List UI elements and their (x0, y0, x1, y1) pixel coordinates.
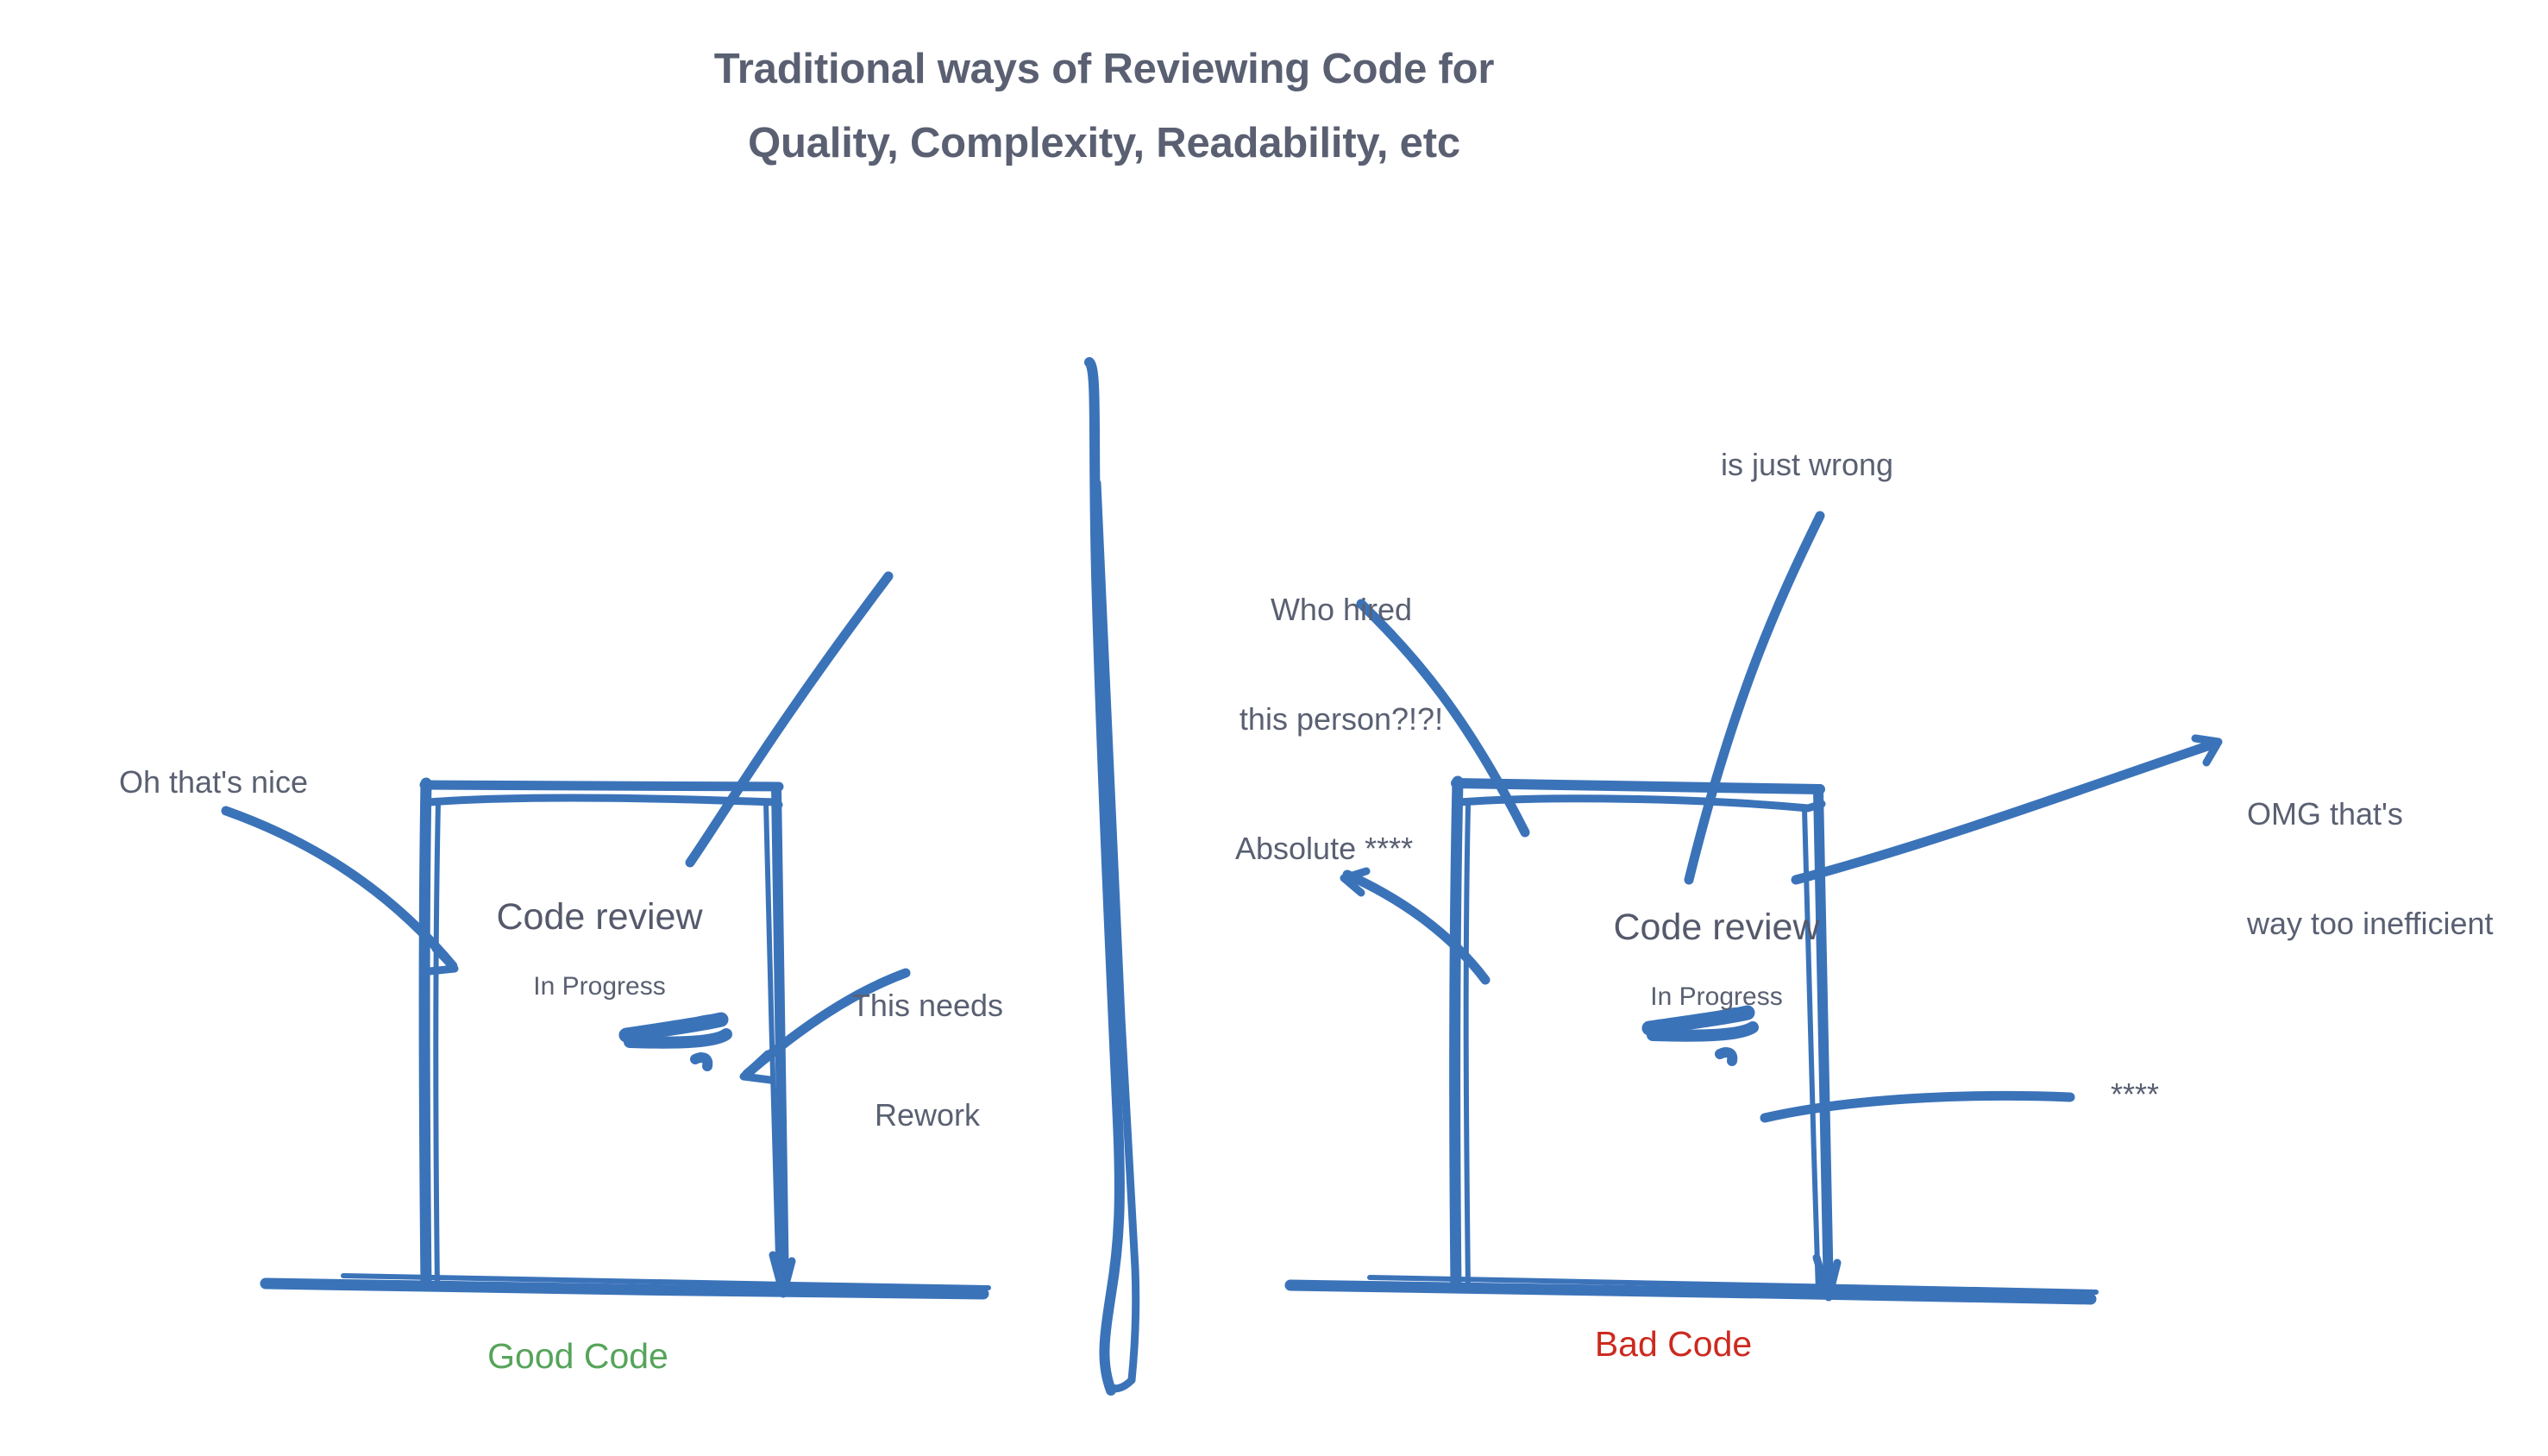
annotation-omg-line2: way too inefficient (2247, 906, 2494, 942)
left-ground-line (260, 1273, 991, 1300)
annotation-oh-thats-nice: Oh that's nice (119, 764, 308, 800)
right-ground-line (1284, 1275, 2099, 1305)
right-card-subtitle: In Progress (1650, 982, 1783, 1012)
left-box-foot-arrowhead (769, 1251, 796, 1298)
annotation-is-just-wrong: is just wrong (1721, 447, 1894, 482)
center-divider-line (1084, 357, 1140, 1396)
annotation-who-hired: Who hired this person?!?! (1208, 518, 1475, 812)
title-line-1: Traditional ways of Reviewing Code for (713, 46, 1495, 92)
left-card-title: Code review (496, 895, 703, 938)
annotation-omg-inefficient: OMG that's way too inefficient (2247, 723, 2532, 1016)
annotation-absolute-expletive: Absolute **** (1235, 831, 1414, 866)
verdict-good-code: Good Code (487, 1336, 668, 1376)
arrow-is-just-wrong (1684, 511, 1825, 885)
annotation-this-needs-rework-line2: Rework (874, 1097, 981, 1133)
right-card-text: Code review In Progress (1509, 873, 1924, 1045)
annotation-omg-line1: OMG that's (2247, 795, 2403, 832)
right-box-foot-arrowhead (1812, 1253, 1842, 1302)
title-line-2: Quality, Complexity, Readability, etc (748, 120, 1460, 166)
page-title: Traditional ways of Reviewing Code for Q… (0, 45, 2208, 193)
arrow-top-right-left-panel (685, 571, 894, 868)
annotation-who-hired-line2: this person?!?! (1239, 701, 1444, 737)
left-card-text: Code review In Progress (392, 863, 806, 1034)
arrow-oh-thats-nice (221, 806, 459, 976)
arrow-absolute (1340, 867, 1491, 985)
left-scribble-mark (618, 1012, 732, 1071)
left-code-review-box (418, 777, 789, 1297)
verdict-bad-code: Bad Code (1594, 1324, 1753, 1364)
annotation-this-needs-rework-line1: This needs (850, 987, 1004, 1023)
right-scribble-mark (1641, 1005, 1759, 1066)
left-card-subtitle: In Progress (533, 972, 666, 1001)
annotation-expletive-stars: **** (2111, 1076, 2160, 1112)
arrow-who-hired (1356, 599, 1530, 838)
right-card-title: Code review (1613, 906, 1820, 948)
annotation-this-needs-rework: This needs Rework (802, 914, 1052, 1208)
arrow-this-needs-rework (739, 968, 911, 1084)
line-to-stars (1760, 1090, 2075, 1123)
arrow-omg-inefficient (1791, 734, 2223, 885)
annotation-who-hired-line1: Who hired (1270, 591, 1413, 627)
